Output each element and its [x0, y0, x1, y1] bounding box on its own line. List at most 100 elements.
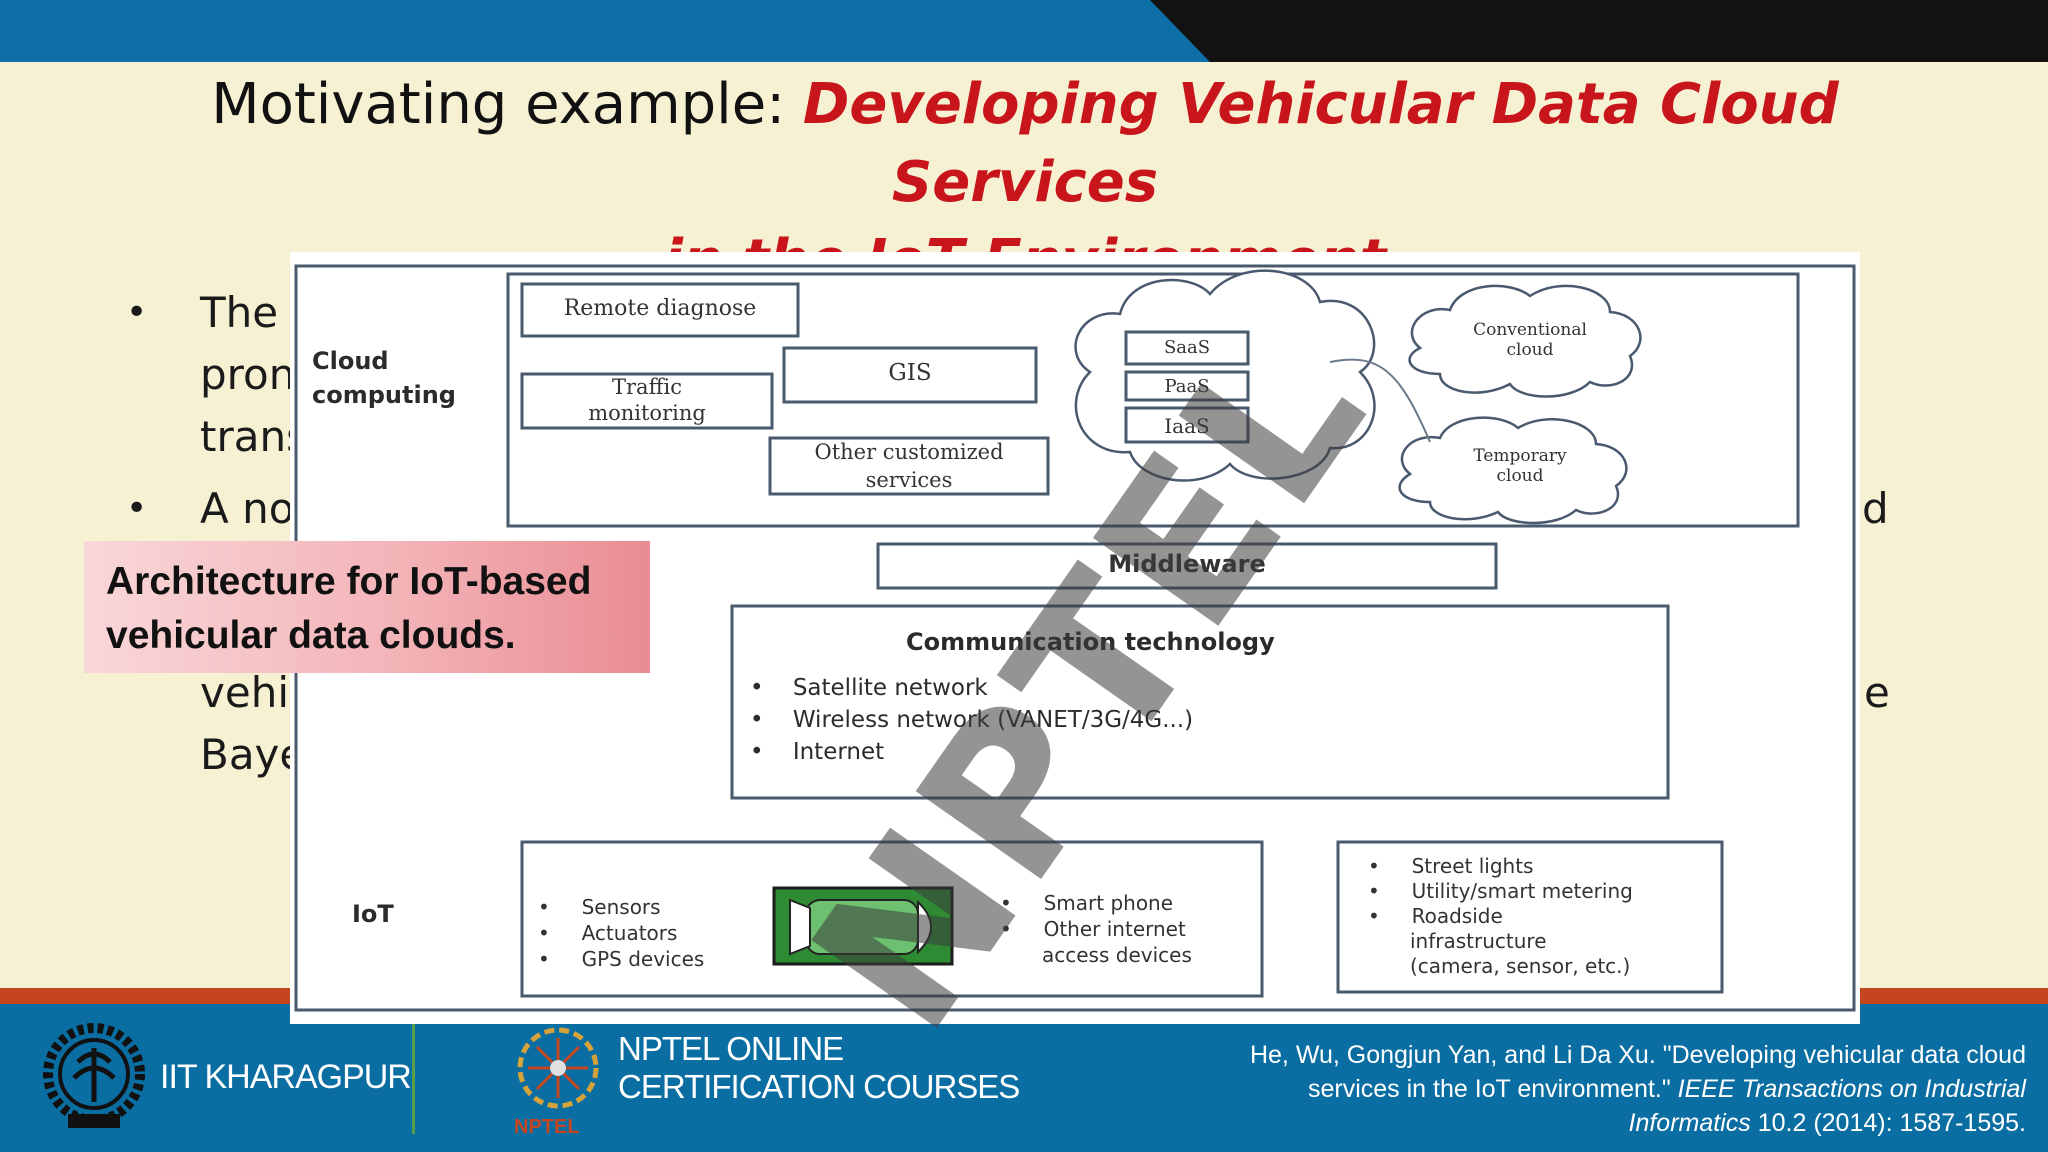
conv-line-1: Conventional	[1473, 320, 1587, 340]
comm-item-text: Wireless network (VANET/3G/4G...)	[792, 707, 1194, 733]
other-line-1: Other customized	[814, 440, 1004, 464]
bullet-3-line-1: vehi	[200, 668, 289, 717]
bullet-1-line-1: The	[200, 288, 279, 337]
iot-right-item-cont: (camera, sensor, etc.)	[1368, 954, 1633, 979]
temp-line-2: cloud	[1496, 466, 1544, 486]
comm-item: • Satellite network	[750, 675, 988, 701]
iot-mid-list: • Smart phone • Other internet access de…	[1000, 890, 1192, 968]
iot-right-item: • Utility/smart metering	[1368, 879, 1633, 903]
iot-left-item-text: GPS devices	[581, 947, 705, 971]
iot-mid-item: • Other internet	[1000, 917, 1186, 941]
nptel-small-text: NPTEL	[514, 1116, 580, 1138]
nptel-line-1: NPTEL ONLINE	[618, 1030, 844, 1067]
iot-right-item: • Roadside	[1368, 904, 1503, 928]
bullet-3-right-fragment: e	[1864, 668, 1890, 717]
iot-right-item-text: Street lights	[1411, 854, 1534, 878]
communication-list: • Satellite network • Wireless network (…	[750, 672, 1193, 768]
iot-right-item-cont: infrastructure	[1368, 929, 1633, 954]
iot-right-item-text: (camera, sensor, etc.)	[1410, 954, 1631, 978]
caption-line-2: vehicular data clouds.	[106, 614, 516, 657]
iot-left-item-text: Sensors	[581, 895, 661, 919]
iaas-box	[1124, 406, 1250, 444]
cloud-link-line	[1329, 358, 1431, 443]
comm-item-text: Internet	[792, 739, 885, 765]
iit-kharagpur-text: IIT KHARAGPUR	[160, 1058, 412, 1096]
iot-right-list: • Street lights • Utility/smart metering…	[1368, 854, 1633, 979]
iot-label: IoT	[352, 900, 394, 928]
iot-right-item: • Street lights	[1368, 854, 1534, 878]
bullet-1-line-2: pron	[200, 350, 296, 399]
iit-logo-icon	[43, 1023, 145, 1128]
figure-caption: Architecture for IoT-based vehicular dat…	[84, 541, 650, 673]
nptel-courses-text: NPTEL ONLINE CERTIFICATION COURSES	[618, 1030, 1020, 1106]
iot-right-item-text: Utility/smart metering	[1411, 879, 1633, 903]
temp-line-1: Temporary	[1473, 446, 1567, 466]
footer-divider	[412, 1024, 415, 1134]
title-plain: Motivating example:	[211, 72, 803, 137]
paas-box	[1124, 370, 1250, 402]
bullet-1: • The	[126, 282, 279, 344]
bullet-1-line-3: trans	[200, 412, 308, 461]
bullet-2: • A no	[126, 478, 295, 540]
traffic-monitoring-box	[520, 372, 774, 430]
saas-box	[1124, 330, 1250, 366]
iot-left-item-text: Actuators	[581, 921, 678, 945]
nptel-logo-icon	[517, 1027, 599, 1109]
traffic-monitoring-text: Traffic monitoring	[522, 374, 772, 426]
other-services-text: Other customized services	[770, 438, 1048, 494]
car-icon	[772, 886, 954, 966]
other-services-box	[768, 436, 1050, 496]
bullet-2-line-1: A no	[200, 484, 295, 533]
comm-item: • Wireless network (VANET/3G/4G...)	[750, 707, 1194, 733]
iot-left-item: • Sensors	[538, 895, 661, 919]
iaas-text: IaaS	[1164, 414, 1210, 438]
remote-diagnose-text: Remote diagnose	[563, 296, 757, 321]
iot-left-item: • Actuators	[538, 921, 678, 945]
bullet-dot: •	[126, 488, 148, 529]
traffic-line-2: monitoring	[588, 401, 706, 425]
comm-item-text: Satellite network	[792, 675, 988, 701]
comm-item: • Internet	[750, 739, 885, 765]
top-banner-dark	[1150, 0, 2048, 62]
communication-box	[730, 604, 1670, 800]
citation-line-1: He, Wu, Gongjun Yan, and Li Da Xu. "Deve…	[1249, 1041, 2026, 1069]
gis-box	[782, 346, 1038, 404]
temporary-cloud	[1398, 416, 1628, 525]
citation-journal-1: IEEE Transactions on Industrial	[1677, 1075, 2026, 1103]
middleware-text: Middleware	[1108, 550, 1266, 578]
cloud-computing-label-2: computing	[312, 381, 456, 409]
paas-text: PaaS	[1164, 376, 1210, 397]
iot-left-item: • GPS devices	[538, 947, 705, 971]
iot-right-item-text: infrastructure	[1410, 929, 1547, 953]
conv-line-2: cloud	[1506, 340, 1554, 360]
iot-mid-item-text: Smart phone	[1043, 891, 1174, 915]
iot-right-item-text: Roadside	[1411, 904, 1503, 928]
nptel-line-2: CERTIFICATION COURSES	[618, 1068, 1020, 1105]
caption-line-1: Architecture for IoT-based	[106, 560, 592, 603]
iot-mid-item-cont: access devices	[1000, 942, 1192, 968]
communication-title: Communication technology	[906, 628, 1275, 656]
iot-devices-box	[520, 840, 1264, 998]
cloud-computing-label: Cloud computing	[312, 344, 456, 412]
traffic-line-1: Traffic	[612, 375, 682, 399]
iot-left-list: • Sensors • Actuators • GPS devices	[538, 894, 704, 972]
temporary-cloud-text: Temporary cloud	[1430, 446, 1610, 486]
cloud-computing-label-1: Cloud	[312, 347, 389, 375]
citation: He, Wu, Gongjun Yan, and Li Da Xu. "Deve…	[1126, 1038, 2026, 1140]
bullet-dot: •	[126, 292, 148, 333]
other-line-2: services	[865, 468, 953, 492]
conventional-cloud-text: Conventional cloud	[1440, 320, 1620, 360]
cloud-services-box	[506, 272, 1800, 528]
footer: IIT KHARAGPUR NPTEL NPTEL ONLINE CERTIFI…	[0, 1004, 2048, 1152]
citation-line-2a: services in the IoT environment."	[1307, 1075, 1678, 1103]
middleware-box	[876, 542, 1498, 590]
saas-text: SaaS	[1163, 337, 1211, 358]
conventional-cloud	[1408, 284, 1642, 398]
gis-text: GIS	[888, 360, 932, 386]
bullet-2-right-fragment: d	[1862, 484, 1889, 533]
iot-mid-item-text: Other internet	[1043, 917, 1186, 941]
infrastructure-box	[1336, 840, 1724, 994]
citation-line-3: 10.2 (2014): 1587-1595.	[1750, 1109, 2026, 1137]
remote-diagnose-box	[520, 282, 800, 338]
title-emphasis-1: Developing Vehicular Data Cloud Services	[802, 72, 1839, 215]
